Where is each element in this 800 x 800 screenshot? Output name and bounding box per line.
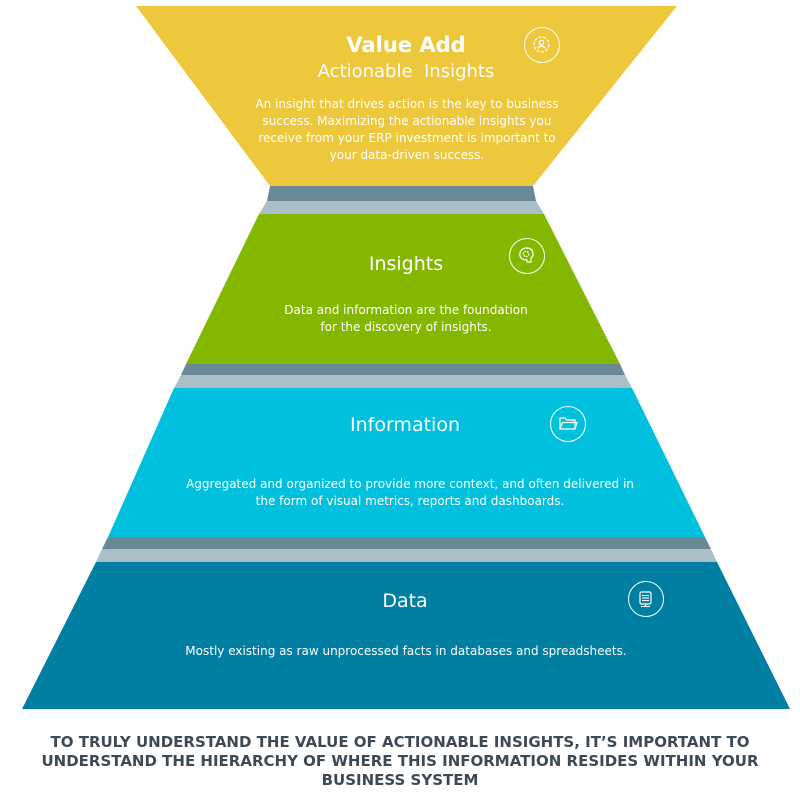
tier-data-description: Mostly existing as raw unprocessed facts…: [185, 644, 627, 658]
brain-gear-icon: [509, 238, 545, 274]
separator-light: [96, 549, 717, 562]
footer-line: TO TRULY UNDERSTAND THE VALUE OF ACTIONA…: [50, 733, 750, 751]
separator-dark: [267, 186, 536, 201]
tier-data-title: Data: [382, 590, 428, 612]
hierarchy-diagram: [22, 6, 790, 709]
database-icon: [628, 581, 664, 617]
description-line: Data and information are the foundation: [284, 303, 528, 317]
description-line: Aggregated and organized to provide more…: [186, 477, 634, 491]
folder-icon: [550, 406, 586, 442]
footer-caption: TO TRULY UNDERSTAND THE VALUE OF ACTIONA…: [30, 733, 770, 790]
separator-dark: [102, 537, 711, 549]
tier-value-add-title: Value Add: [346, 33, 466, 57]
tier-information-shape: [108, 388, 705, 537]
tier-information-description: Aggregated and organized to provide more…: [150, 476, 670, 510]
footer-line: UNDERSTAND THE HIERARCHY OF WHERE THIS I…: [41, 752, 759, 770]
separator-light: [259, 201, 544, 214]
description-line: for the discovery of insights.: [320, 320, 492, 334]
tier-data-shape: [22, 562, 790, 709]
description-line: the form of visual metrics, reports and …: [255, 494, 565, 508]
tier-information-title: Information: [350, 414, 460, 436]
tier-insights-description: Data and information are the foundation …: [256, 302, 556, 336]
separator-light: [174, 375, 632, 388]
tier-value-add-description: An insight that drives action is the key…: [255, 97, 559, 162]
separator-dark: [181, 364, 625, 375]
tier-insights-title: Insights: [368, 253, 444, 275]
tier-value-add-subtitle: Actionable Insights: [317, 61, 495, 82]
tier-insights-shape: [186, 214, 620, 364]
person-gear-icon: [524, 27, 560, 63]
footer-line: BUSINESS SYSTEM: [321, 771, 479, 789]
